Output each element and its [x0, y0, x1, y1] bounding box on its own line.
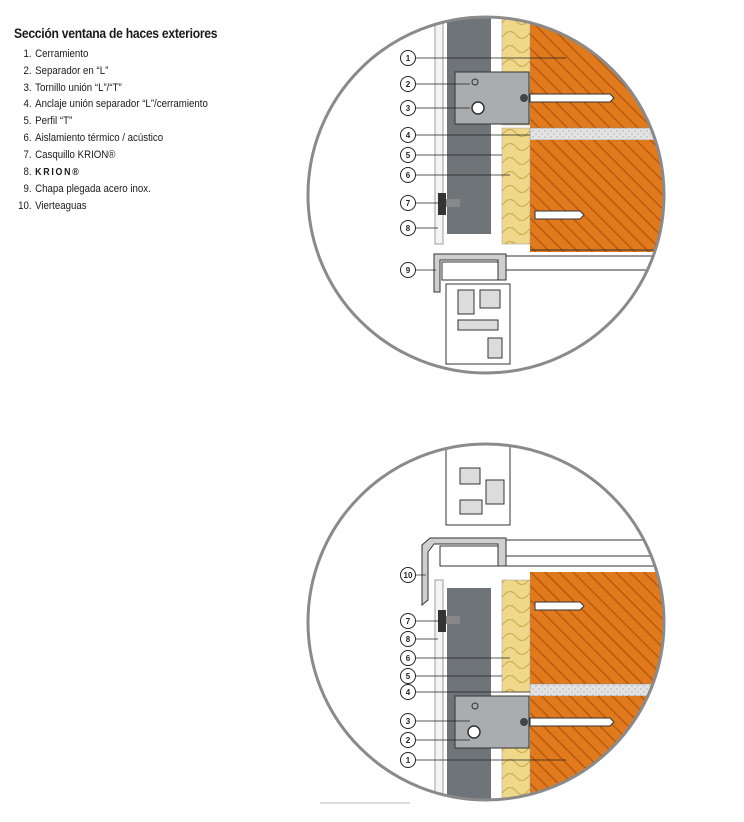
- insulation: [501, 127, 531, 245]
- bottom-detail-border: [306, 442, 666, 802]
- top-detail: 1 2 3 4 5 6 7 8 9: [306, 15, 666, 375]
- legend-item: 4.Anclaje unión separador “L”/cerramient…: [23, 98, 208, 111]
- callout-marker: 9: [400, 262, 416, 278]
- callout-marker: 2: [400, 732, 416, 748]
- svg-text:2: 2: [406, 736, 411, 745]
- svg-text:3: 3: [406, 717, 411, 726]
- legend-item: 6.Aislamiento térmico / acústico: [23, 131, 164, 144]
- svg-text:10: 10: [404, 571, 413, 580]
- window-sill-flashing: [421, 537, 507, 607]
- callout-marker: 1: [400, 50, 416, 66]
- krion-bushing: [438, 610, 446, 632]
- bottom-callouts: 10 7 8 6 5 4 3 2 1: [400, 567, 416, 768]
- window-profile: [459, 499, 483, 515]
- bolt-hole: [471, 78, 479, 86]
- svg-text:1: 1: [406, 54, 411, 63]
- krion-skin: [434, 579, 444, 800]
- legend-item: 9.Chapa plegada acero inox.: [23, 183, 151, 196]
- l-separator: [454, 695, 530, 749]
- window-frame: [441, 261, 499, 281]
- top-detail-border: [306, 15, 666, 375]
- window-profile: [457, 319, 499, 331]
- window-profile: [485, 479, 505, 505]
- callout-marker: 6: [400, 650, 416, 666]
- floor-slab: [529, 683, 664, 697]
- svg-text:3: 3: [406, 104, 411, 113]
- bottom-detail: 10 7 8 6 5 4 3 2 1: [306, 442, 666, 804]
- callout-marker: 3: [400, 713, 416, 729]
- legend-title: Sección ventana de haces exteriores: [14, 26, 218, 41]
- svg-text:6: 6: [406, 654, 411, 663]
- callout-marker: 5: [400, 147, 416, 163]
- krion-bushing: [438, 193, 446, 215]
- callout-marker: 2: [400, 76, 416, 92]
- window-profile: [459, 467, 481, 485]
- brick-wall: [530, 140, 664, 252]
- bolt-hole: [471, 702, 479, 710]
- svg-text:7: 7: [406, 199, 411, 208]
- window-profile: [479, 289, 501, 309]
- krion-skin: [434, 17, 444, 245]
- anchor-bolt: [520, 718, 528, 726]
- l-separator: [454, 71, 530, 125]
- legend-item: 3.Tornillo unión “L”/“T”: [23, 81, 122, 94]
- window-frame: [439, 545, 499, 567]
- legend: Sección ventana de haces exteriores 1.Ce…: [14, 26, 274, 215]
- legend-item: 10.Vierteaguas: [18, 200, 87, 213]
- svg-text:7: 7: [406, 617, 411, 626]
- callout-marker: 3: [400, 100, 416, 116]
- anchor-plug: [534, 210, 585, 220]
- legend-item: 5.Perfil “T”: [23, 115, 73, 128]
- svg-text:4: 4: [406, 131, 411, 140]
- krion-bushing: [446, 616, 460, 624]
- callout-marker: 7: [400, 613, 416, 629]
- svg-text:5: 5: [406, 151, 411, 160]
- callout-marker: 6: [400, 167, 416, 183]
- legend-list: 1.Cerramiento 2.Separador en “L” 3.Torni…: [14, 46, 274, 215]
- brick-wall: [530, 572, 664, 684]
- floor-slab: [529, 127, 664, 141]
- callout-marker: 4: [400, 684, 416, 700]
- anchor-plug: [534, 601, 585, 611]
- callout-marker: 4: [400, 127, 416, 143]
- window-profile: [487, 337, 503, 359]
- insulation: [501, 579, 531, 693]
- krion-panel: [447, 17, 491, 234]
- svg-text:8: 8: [406, 224, 411, 233]
- svg-text:1: 1: [406, 756, 411, 765]
- callout-marker: 8: [400, 631, 416, 647]
- top-callouts: 1 2 3 4 5 6 7 8 9: [400, 50, 416, 278]
- anchor-plug: [529, 717, 615, 727]
- svg-text:6: 6: [406, 171, 411, 180]
- anchor-plug: [529, 93, 615, 103]
- window-profile: [457, 289, 475, 315]
- svg-text:9: 9: [406, 266, 411, 275]
- screw: [471, 101, 485, 115]
- callout-marker: 8: [400, 220, 416, 236]
- svg-text:4: 4: [406, 688, 411, 697]
- legend-item: 1.Cerramiento: [23, 48, 89, 60]
- svg-text:8: 8: [406, 635, 411, 644]
- krion-bushing: [446, 199, 460, 207]
- svg-text:2: 2: [406, 80, 411, 89]
- folded-steel-sheet: [433, 253, 507, 293]
- svg-text:5: 5: [406, 672, 411, 681]
- callout-marker: 5: [400, 668, 416, 684]
- callout-marker: 1: [400, 752, 416, 768]
- screw: [467, 725, 481, 739]
- callout-marker: 10: [400, 567, 416, 583]
- legend-item: 8.KRION®: [23, 165, 81, 178]
- legend-item: 7.Casquillo KRION®: [23, 148, 116, 161]
- callout-marker: 7: [400, 195, 416, 211]
- legend-item: 2.Separador en “L”: [23, 64, 109, 77]
- anchor-bolt: [520, 94, 528, 102]
